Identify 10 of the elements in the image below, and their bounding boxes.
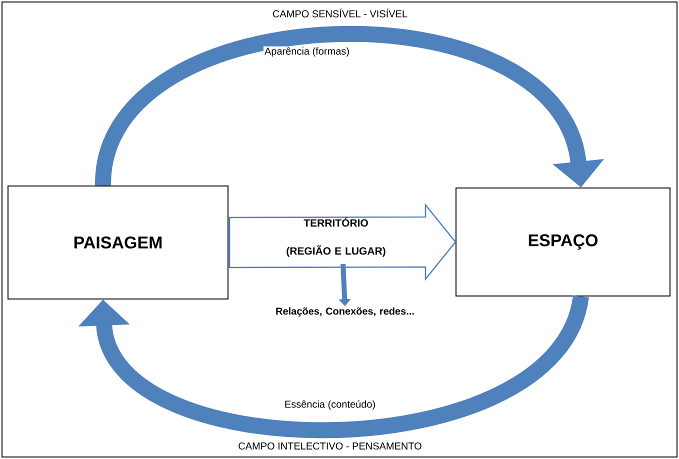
concept-box: PAISAGEM [8,186,228,300]
curved-arrow [78,294,589,438]
edge-label: TERRITÓRIO (REGIÃO E LUGAR) [286,217,386,257]
note-text: Relações, Conexões, redes... [276,307,414,317]
block-arrow [228,203,456,281]
edge-label: Aparência (formas) [264,46,351,58]
field-caption: CAMPO INTELECTIVO - PENSAMENTO [237,441,423,451]
edge-label: Essência (conteúdo) [283,399,377,411]
field-caption: CAMPO SENSÍVEL - VISÍVEL [271,8,409,18]
concept-box: ESPAÇO [456,188,670,296]
